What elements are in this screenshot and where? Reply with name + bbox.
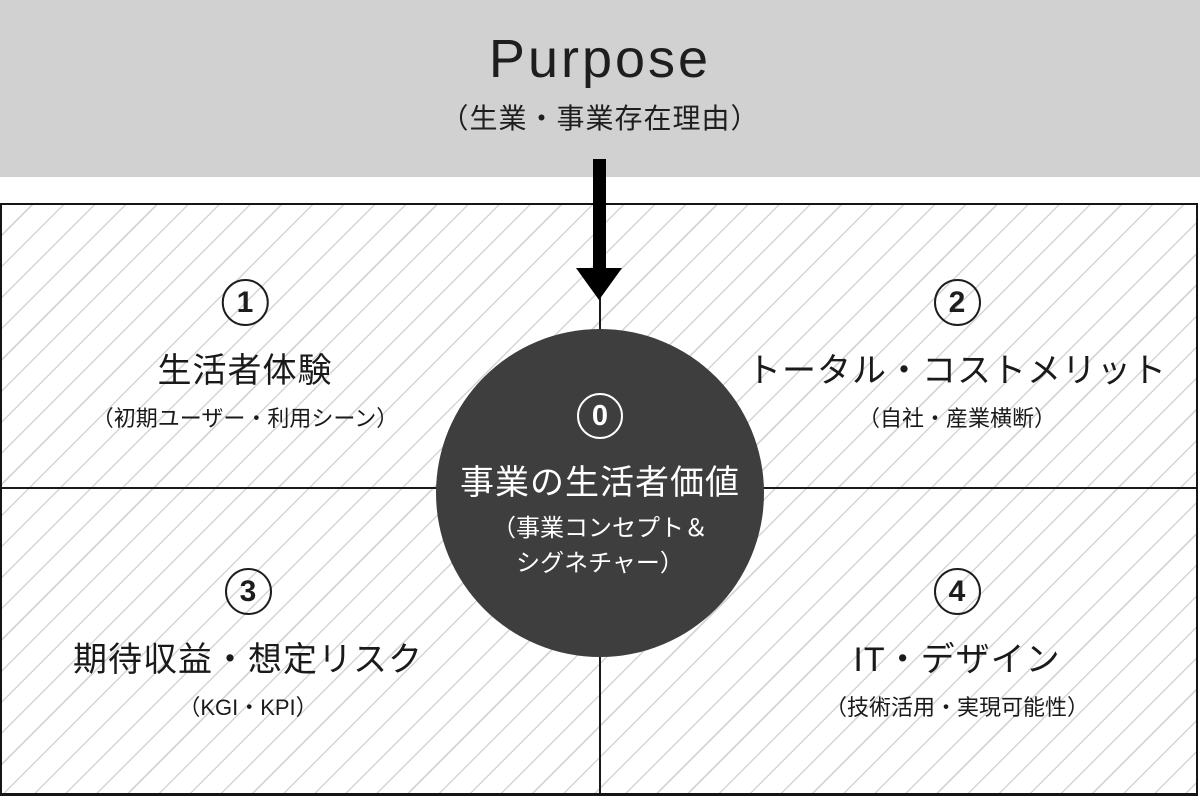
quadrant-3-title: 期待収益・想定リスク [73,641,423,679]
quadrant-consumer-experience: 1 生活者体験 （初期ユーザー・利用シーン） [92,279,398,433]
quadrant-3-subtitle: （KGI・KPI） [178,695,318,720]
center-value-circle: 0 事業の生活者価値 （事業コンセプト＆ シグネチャー） [436,329,764,657]
center-subtitle: （事業コンセプト＆ シグネチャー） [492,512,708,582]
quadrant-it-design: 4 IT・デザイン （技術活用・実現可能性） [825,568,1089,722]
arrow-down-head [576,268,622,300]
quadrant-1-title: 生活者体験 [157,352,333,390]
step-2-badge: 2 [933,279,981,326]
center-subtitle-line2: シグネチャー） [516,549,684,577]
quadrant-4-title: IT・デザイン [853,641,1061,679]
quadrant-total-cost-merit: 2 トータル・コストメリット （自社・産業横断） [747,279,1167,433]
center-subtitle-line1: （事業コンセプト＆ [492,515,708,542]
quadrant-2-subtitle: （自社・産業横断） [857,406,1056,431]
quadrant-1-subtitle: （初期ユーザー・利用シーン） [91,406,399,431]
step-4-badge: 4 [933,568,981,615]
step-1-badge: 1 [221,279,269,326]
step-3-badge: 3 [224,568,272,615]
step-0-badge: 0 [577,393,623,439]
purpose-title: Purpose [488,29,712,89]
arrow-down-stem [593,159,606,270]
center-title: 事業の生活者価値 [460,464,740,502]
purpose-subtitle: （生業・事業存在理由） [440,103,760,135]
quadrant-2-title: トータル・コストメリット [747,352,1167,390]
quadrant-4-subtitle: （技術活用・実現可能性） [824,695,1090,720]
quadrant-expected-profit-risk: 3 期待収益・想定リスク （KGI・KPI） [73,568,423,722]
purpose-header-band: Purpose （生業・事業存在理由） [0,0,1200,177]
